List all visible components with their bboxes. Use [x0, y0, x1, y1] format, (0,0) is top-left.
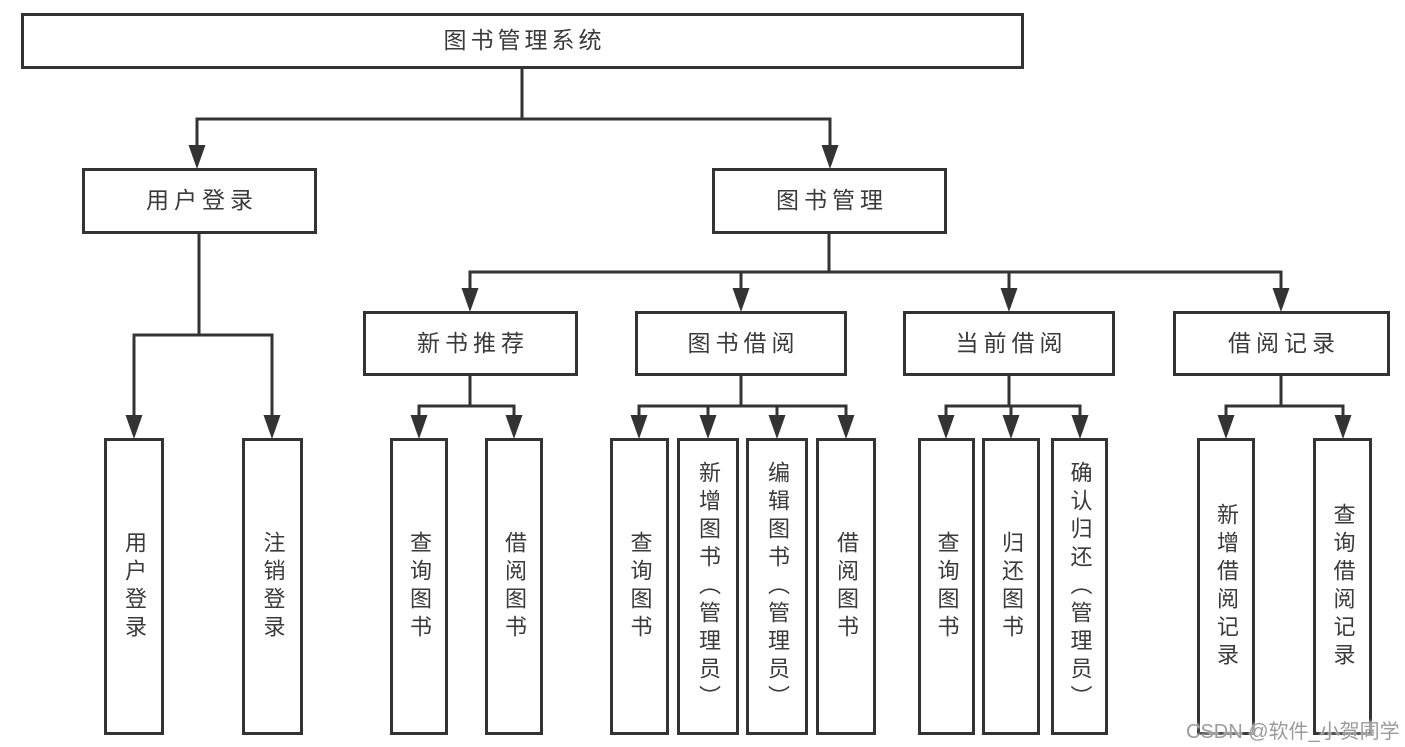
node-query-books-borrowing: 查询图书 [610, 438, 669, 735]
arrowhead [1002, 415, 1020, 439]
connector-borrow-records [1217, 374, 1352, 439]
node-label: 注销登录 [260, 530, 286, 643]
arrowhead [125, 415, 143, 439]
node-new-book-recommend: 新书推荐 [363, 311, 578, 376]
arrowhead [1272, 288, 1290, 312]
arrowhead [461, 288, 479, 312]
watermark: CSDN @软件_小贺同学 [1186, 721, 1400, 743]
node-return-books: 归还图书 [982, 438, 1040, 735]
arrowhead [263, 415, 281, 439]
arrowhead [732, 288, 750, 312]
node-query-books-recommend: 查询图书 [390, 438, 448, 735]
node-book-borrowing: 图书借阅 [635, 311, 847, 376]
node-confirm-return-admin: 确认归还（管理员） [1051, 438, 1108, 735]
node-label: 图书管理系统 [443, 27, 606, 54]
node-label: 查询图书 [934, 530, 960, 643]
connector-book-management [461, 232, 1290, 312]
arrowhead [699, 415, 717, 439]
connector-user-login [125, 232, 281, 439]
node-label: 用户登录 [122, 530, 147, 643]
arrowhead [1334, 415, 1352, 439]
node-label: 用户登录 [146, 187, 258, 214]
node-label: 新增图书（管理员） [696, 460, 721, 713]
node-label: 新书推荐 [417, 329, 529, 356]
arrowhead [937, 415, 955, 439]
node-borrow-books: 借阅图书 [816, 438, 876, 735]
node-label: 图书借阅 [687, 329, 800, 356]
node-logout: 注销登录 [242, 438, 303, 735]
node-add-borrow-record: 新增借阅记录 [1197, 438, 1255, 735]
node-edit-book-admin: 编辑图书（管理员） [746, 438, 808, 735]
node-current-borrowing: 当前借阅 [903, 311, 1115, 376]
node-label: 确认归还（管理员） [1067, 460, 1093, 713]
arrowhead [630, 415, 648, 439]
node-label: 查询图书 [407, 530, 432, 643]
arrowhead [1217, 415, 1235, 439]
node-label: 查询图书 [627, 530, 653, 643]
node-add-book-admin: 新增图书（管理员） [677, 438, 739, 735]
node-label: 借阅图书 [834, 530, 859, 643]
node-label: 图书管理 [776, 187, 888, 214]
node-query-borrow-record: 查询借阅记录 [1313, 438, 1372, 735]
connector-current-borrowing [937, 374, 1089, 439]
arrowhead [768, 415, 786, 439]
arrowhead [410, 415, 428, 439]
arrowhead [837, 415, 855, 439]
node-label: 当前借阅 [955, 329, 1068, 356]
node-user-login-leaf: 用户登录 [104, 438, 164, 735]
node-label: 查询借阅记录 [1330, 502, 1356, 671]
arrowhead [1000, 288, 1018, 312]
node-book-management-system: 图书管理系统 [21, 13, 1024, 69]
arrowhead [188, 145, 206, 169]
arrowhead [821, 145, 839, 169]
node-query-books-current: 查询图书 [918, 438, 975, 735]
node-label: 新增借阅记录 [1214, 502, 1239, 671]
node-user-login: 用户登录 [82, 168, 317, 234]
node-label: 编辑图书（管理员） [765, 460, 790, 713]
node-borrow-books-recommend: 借阅图书 [485, 438, 543, 735]
node-label: 借阅图书 [502, 530, 527, 643]
connector-new-book-recommend [410, 374, 523, 439]
node-borrow-records: 借阅记录 [1173, 311, 1390, 376]
connector-root [188, 67, 839, 169]
node-book-management: 图书管理 [712, 168, 947, 234]
node-label: 借阅记录 [1228, 329, 1340, 356]
node-label: 归还图书 [999, 530, 1024, 643]
arrowhead [1071, 415, 1089, 439]
connector-book-borrowing [630, 374, 855, 439]
arrowhead [505, 415, 523, 439]
